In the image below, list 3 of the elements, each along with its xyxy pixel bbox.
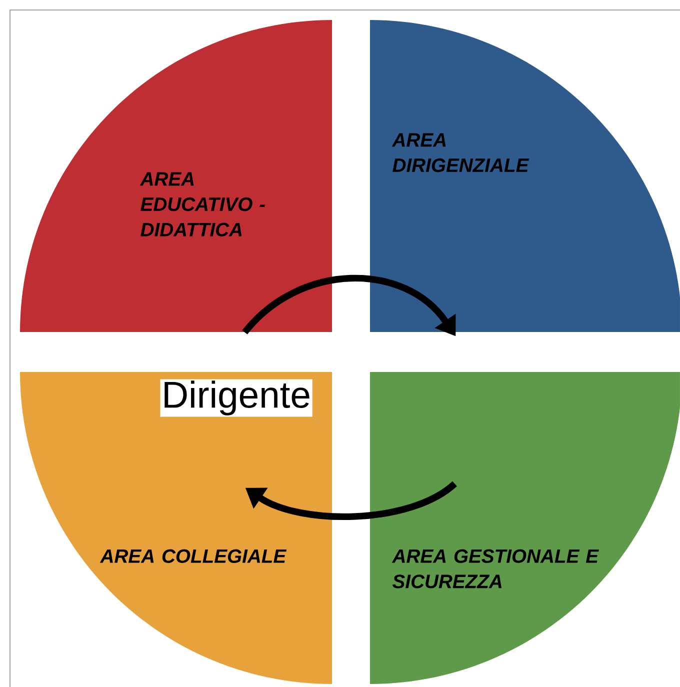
quadrant-sector: AREA GESTIONALE E SICUREZZA: [370, 372, 680, 684]
quadrant-sector: AREA EDUCATIVO - DIDATTICA: [20, 20, 332, 332]
quadrant-sector: AREA DIRIGENZIALE: [370, 20, 680, 332]
